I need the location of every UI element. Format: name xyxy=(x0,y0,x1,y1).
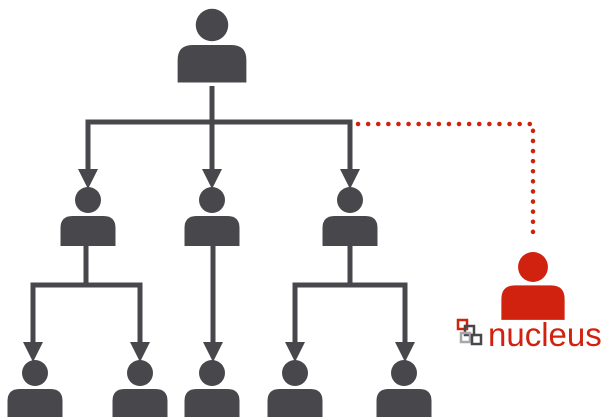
connector-manager-right-to-staff-4 xyxy=(285,243,353,362)
person-body xyxy=(501,285,565,320)
person-body xyxy=(184,389,240,417)
person-head xyxy=(127,360,153,386)
connector-nucleus-user-to-manager-right xyxy=(355,121,536,243)
person-body xyxy=(112,389,168,417)
connector-ceo-to-manager-left xyxy=(78,86,215,189)
person-icon-staff-4 xyxy=(267,360,323,417)
person-head xyxy=(22,360,48,386)
person-head xyxy=(518,252,548,282)
person-body xyxy=(60,216,116,246)
connectors-layer xyxy=(23,86,536,362)
person-body xyxy=(267,389,323,417)
brand-name: nucleus xyxy=(488,316,602,353)
person-head xyxy=(199,360,225,386)
person-head xyxy=(337,187,363,213)
connector-manager-left-to-staff-2 xyxy=(86,282,150,362)
person-head xyxy=(391,360,417,386)
person-head xyxy=(282,360,308,386)
connector-ceo-to-manager-right xyxy=(212,119,360,189)
person-head xyxy=(199,187,225,213)
connector-manager-left-to-staff-1 xyxy=(23,243,89,362)
person-icon-nucleus-user xyxy=(501,252,565,320)
person-body xyxy=(7,389,63,417)
person-icon-staff-1 xyxy=(7,360,63,417)
person-head xyxy=(195,8,229,42)
person-icon-manager-center xyxy=(184,187,240,246)
connector-manager-right-to-staff-5 xyxy=(350,282,415,362)
nucleus-logo: nucleus xyxy=(456,316,602,353)
person-icon-manager-left xyxy=(60,187,116,246)
person-icon-staff-2 xyxy=(112,360,168,417)
person-body xyxy=(376,389,432,417)
person-icon-staff-5 xyxy=(376,360,432,417)
people-layer xyxy=(7,8,565,417)
person-body xyxy=(177,45,247,83)
person-icon-ceo xyxy=(177,8,247,83)
person-icon-manager-right xyxy=(322,187,378,246)
person-icon-staff-3 xyxy=(184,360,240,417)
person-body xyxy=(322,216,378,246)
interlocking-squares-icon xyxy=(456,318,483,346)
person-head xyxy=(75,187,101,213)
person-body xyxy=(184,216,240,246)
